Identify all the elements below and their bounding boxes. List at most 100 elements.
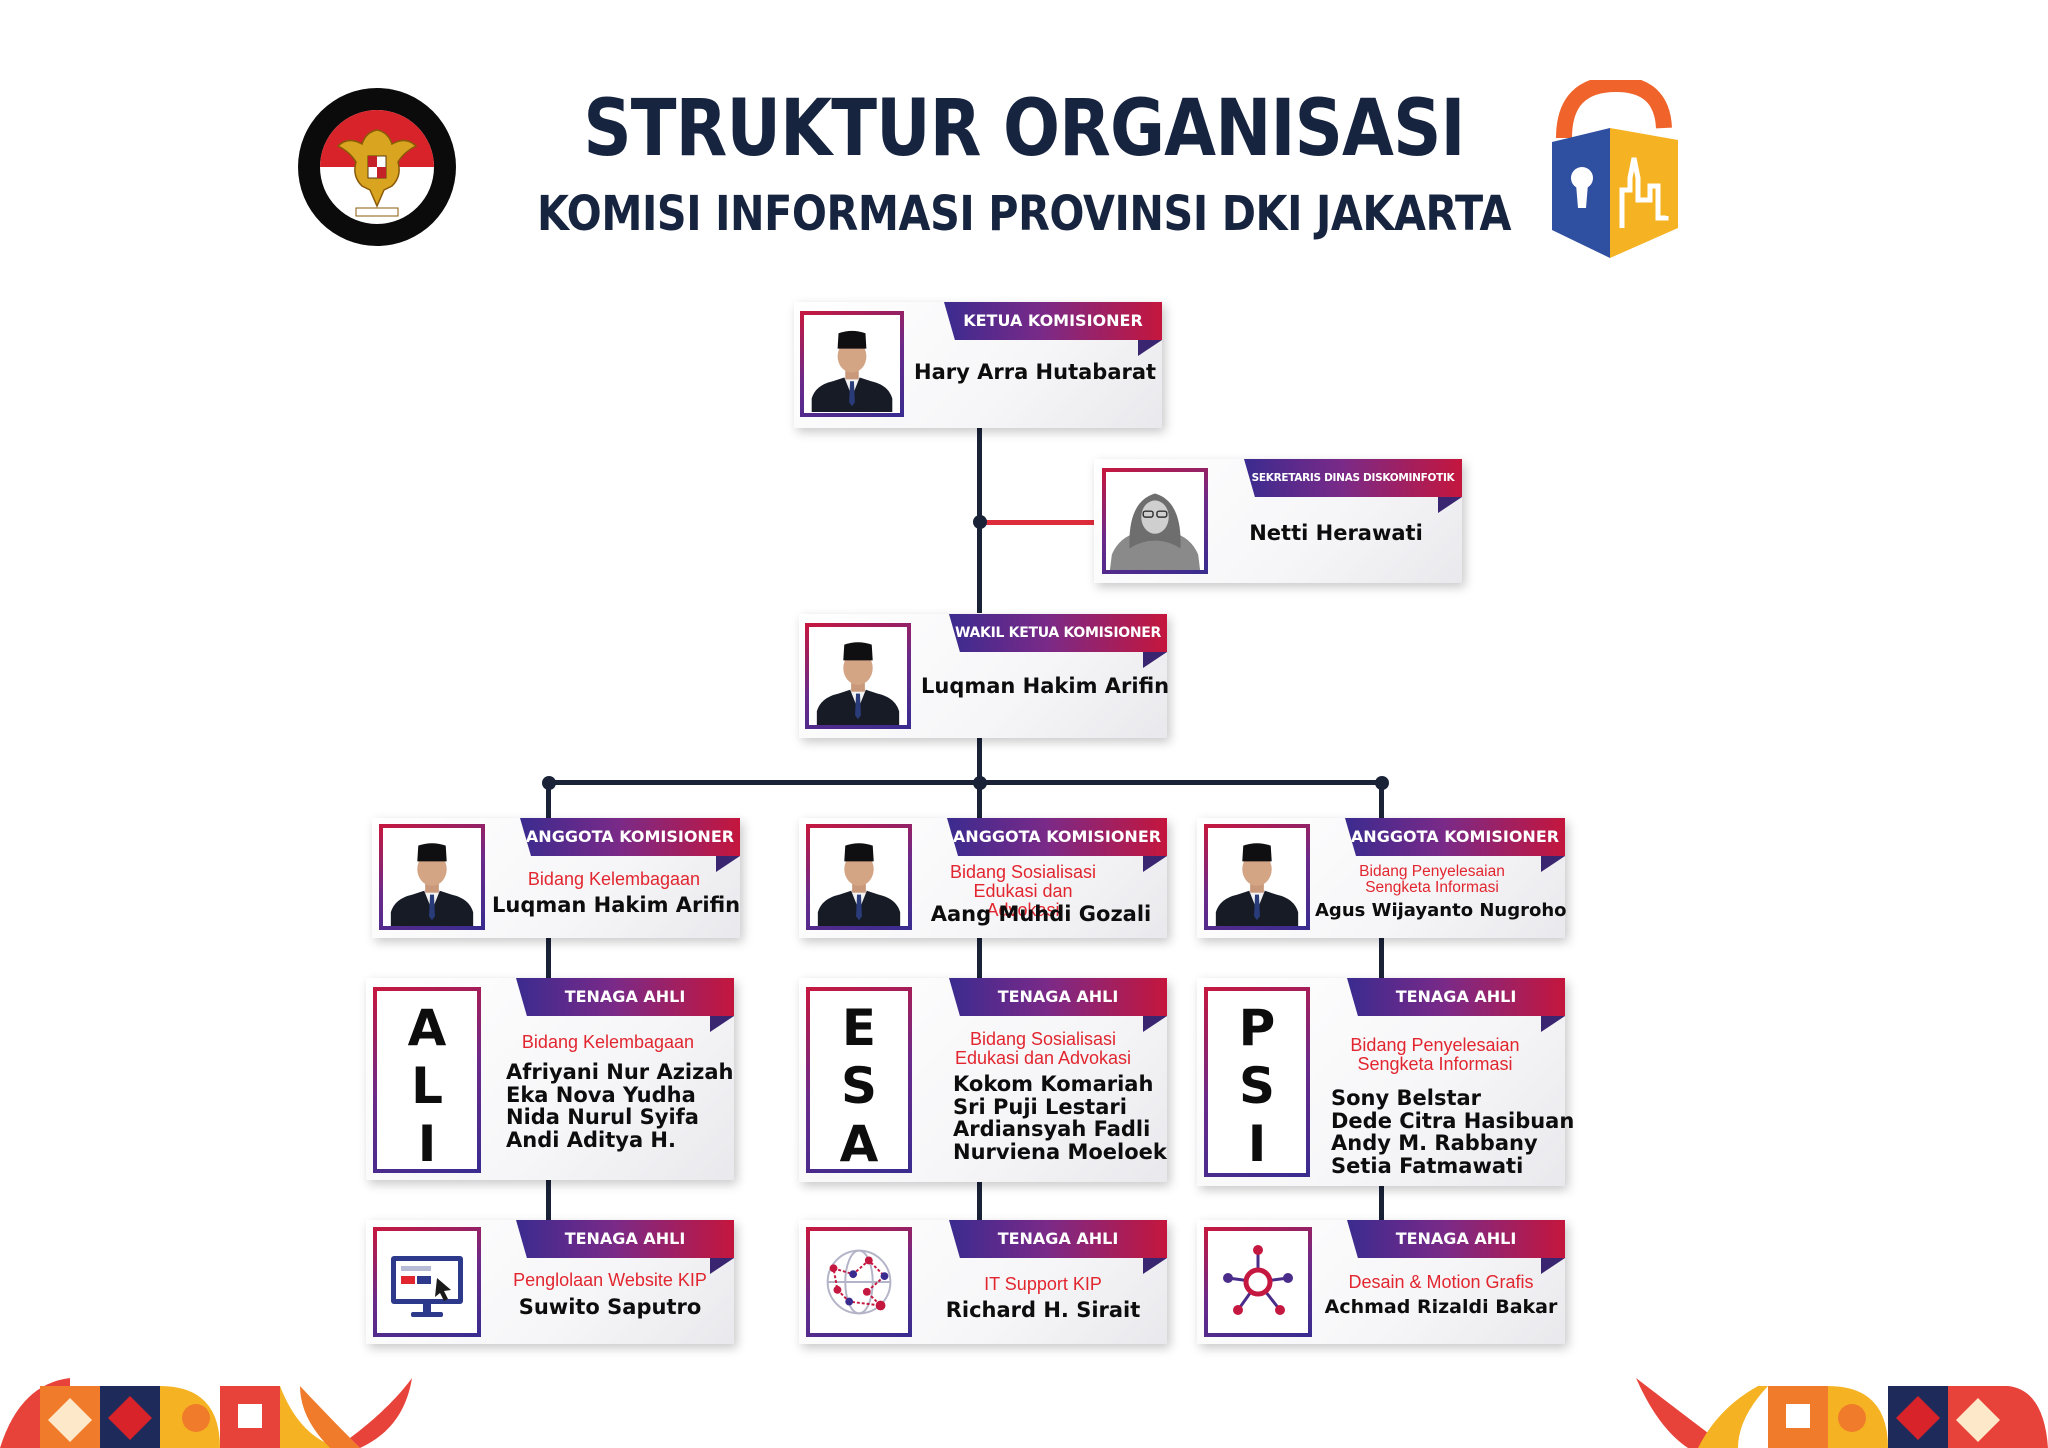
tenaga-ahli-card-esa: TENAGA AHLI E S A Bidang Sosialisasi Edu… [799,978,1167,1182]
member-name: Eka Nova Yudha [506,1082,696,1107]
acronym-panel: P S I [1204,987,1310,1177]
wakil-photo [805,623,911,729]
tenaga-ahli-bidang: Bidang Penyelesaian Sengketa Informasi [1350,1035,1520,1074]
ribbon-fold [1143,1016,1167,1032]
support-card-website: TENAGA AHLI Penglolaan Website KIP Suwit… [366,1220,734,1344]
ketua-card: KETUA KOMISIONER Hary Arra Hutabarat [794,302,1162,428]
role-ribbon: TENAGA AHLI [516,978,734,1016]
member-name: Afriyani Nur Azizah [506,1060,734,1084]
person-portrait-icon [810,828,908,926]
acronym-letter: I [417,1115,437,1173]
tenaga-ahli-bidang: Bidang Sosialisasi Edukasi dan Advokasi [954,1029,1132,1068]
role-ribbon: TENAGA AHLI [949,978,1167,1016]
acronym-panel: E S A [806,987,912,1173]
anggota-photo [806,824,912,930]
member-list: Sony Belstar Dede Citra Hasibuan Andy M.… [1331,1087,1574,1177]
role-ribbon: TENAGA AHLI [949,1220,1167,1258]
wakil-card: WAKIL KETUA KOMISIONER Luqman Hakim Arif… [799,614,1170,738]
acronym-panel: A L I [373,987,481,1173]
sekretaris-card: SEKRETARIS DINAS DISKOMINFOTIK Netti Her… [1094,459,1462,583]
junction-dot [973,515,987,529]
acronym-letter: L [411,1057,443,1115]
support-bidang: IT Support KIP [984,1274,1102,1294]
member-name: Kokom Komariah [953,1072,1154,1096]
komisi-informasi-seal-logo [296,86,458,248]
anggota-bidang: Bidang Sosialisasi Edukasi dan Advokasi [949,862,1097,920]
support-name: Richard H. Sirait [945,1298,1141,1322]
person-portrait-icon [809,627,907,725]
support-card-desain: TENAGA AHLI Desain & Motion Grafis Achma… [1197,1220,1565,1344]
website-monitor-icon [391,1256,463,1317]
member-list: Kokom Komariah Sri Puji Lestari Ardiansy… [953,1073,1167,1163]
connector-sekretaris [982,520,1094,525]
role-ribbon: KETUA KOMISIONER [944,302,1162,340]
connector-col1 [546,1180,551,1222]
member-name: Dede Citra Hasibuan [1331,1108,1575,1133]
support-name: Achmad Rizaldi Bakar [1324,1296,1558,1318]
member-name: Nurviena Moeloek [953,1139,1167,1164]
tenaga-ahli-card-psi: TENAGA AHLI P S I Bidang Penyelesaian Se… [1197,978,1574,1186]
connector-col3 [1379,938,1384,980]
member-list: Afriyani Nur Azizah Eka Nova Yudha Nida … [506,1061,733,1151]
anggota-photo [1204,824,1310,930]
acronym-letter: I [1247,1115,1267,1173]
tenaga-ahli-bidang: Bidang Kelembagaan [521,1032,695,1052]
ribbon-fold [1541,1258,1565,1274]
ribbon-fold [1143,1258,1167,1274]
person-portrait-icon [804,315,900,413]
support-name: Suwito Saputro [518,1295,702,1319]
acronym-letter: E [841,999,877,1057]
anggota-card-kelembagaan: ANGGOTA KOMISIONER Bidang Kelembagaan Lu… [372,818,740,938]
ribbon-fold [1438,497,1462,513]
member-name: Andy M. Rabbany [1331,1131,1538,1155]
support-bidang: Desain & Motion Grafis [1348,1272,1534,1292]
connector-col1 [546,938,551,980]
support-icon-frame [1204,1227,1312,1337]
ribbon-fold [1541,1016,1565,1032]
ribbon-fold [1143,856,1167,872]
support-icon-frame [806,1227,912,1337]
anggota-photo [379,824,485,930]
connector-col3 [1379,783,1384,818]
person-portrait-icon [383,828,481,926]
role-ribbon: TENAGA AHLI [516,1220,734,1258]
connector-col3 [1379,1186,1384,1222]
decorative-pattern-left [0,1378,420,1448]
role-ribbon: ANGGOTA KOMISIONER [947,818,1167,856]
keyhole-padlock-logo [1546,75,1680,260]
anggota-name: Luqman Hakim Arifin [492,893,741,917]
connector-col2 [977,1182,982,1222]
anggota-bidang: Bidang Penyelesaian Sengketa Informasi [1359,863,1505,896]
ribbon-fold [710,1016,734,1032]
ribbon-fold [1143,652,1167,668]
junction-dot [973,776,987,790]
page-subtitle: KOMISI INFORMASI PROVINSI DKI JAKARTA [536,186,1512,242]
page-title: STRUKTUR ORGANISASI [583,84,1465,174]
connector-horizontal-bus [546,780,1384,785]
support-card-it: TENAGA AHLI IT Support KIP Richard H. Si… [799,1220,1167,1344]
acronym-letter: S [840,1057,877,1115]
role-ribbon: TENAGA AHLI [1347,1220,1565,1258]
ketua-photo [800,311,904,417]
role-ribbon: WAKIL KETUA KOMISIONER [949,614,1167,652]
role-ribbon: ANGGOTA KOMISIONER [1345,818,1565,856]
wakil-name: Luqman Hakim Arifin [921,674,1170,698]
sekretaris-name: Netti Herawati [1249,521,1423,545]
member-name: Nida Nurul Syifa [506,1105,699,1129]
member-name: Sony Belstar [1331,1086,1482,1110]
anggota-bidang: Bidang Kelembagaan [527,869,701,889]
person-portrait-icon [1208,828,1306,926]
sekretaris-photo [1102,468,1208,574]
acronym-letter: S [1238,1057,1275,1115]
decorative-pattern-right [1628,1378,2048,1448]
person-portrait-icon [1106,472,1204,570]
support-bidang: Penglolaan Website KIP [513,1270,707,1290]
anggota-name: Aang Muhdi Gozali [930,902,1152,926]
connector-col1 [546,783,551,818]
anggota-card-sosialisasi: ANGGOTA KOMISIONER Bidang Sosialisasi Ed… [799,818,1167,938]
member-name: Andi Aditya H. [506,1127,676,1152]
acronym-letter: P [1238,999,1276,1057]
ribbon-fold [1138,340,1162,356]
anggota-name: Agus Wijayanto Nugroho [1315,900,1567,921]
ketua-name: Hary Arra Hutabarat [914,360,1157,384]
